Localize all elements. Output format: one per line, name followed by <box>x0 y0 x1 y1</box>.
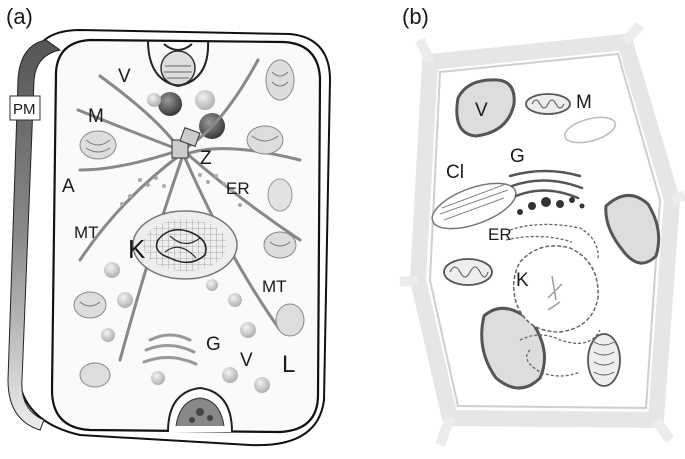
label-golgi: G <box>510 146 525 167</box>
vesicle-light <box>195 90 215 110</box>
label-actin: A <box>62 176 75 197</box>
mitochondrion <box>80 131 116 159</box>
label-nucleus: K <box>516 270 529 291</box>
mitochondrion <box>266 60 294 100</box>
label-vacuole: V <box>475 100 488 121</box>
pm-label: PM <box>13 101 36 118</box>
panel-a: (a) PM <box>6 4 330 445</box>
label-mitochondrion: M <box>576 92 592 113</box>
label-microtubule-left: MT <box>74 223 99 242</box>
label-golgi: G <box>206 334 221 355</box>
panel-b-label: (b) <box>402 4 429 29</box>
panel-b: (b) <box>400 4 685 445</box>
label-er: ER <box>488 225 512 244</box>
label-vacuole-top: V <box>118 66 131 87</box>
mitochondrion <box>276 304 304 336</box>
mitochondrion <box>264 232 296 258</box>
mitochondrion <box>444 259 492 285</box>
mitochondrion <box>247 126 283 154</box>
nucleus <box>133 211 237 279</box>
label-mitochondrion: M <box>88 106 104 127</box>
mitochondrion <box>74 292 106 318</box>
mitochondrion <box>268 179 292 211</box>
mitochondrion <box>526 94 570 114</box>
label-vacuole-bottom: V <box>240 350 253 371</box>
label-centriole: Z <box>200 148 212 169</box>
mitochondrion <box>588 334 620 386</box>
panel-a-label: (a) <box>6 4 33 29</box>
vesicle-light <box>147 93 161 107</box>
vesicle-dark <box>158 92 182 116</box>
label-lysosome: L <box>282 351 295 378</box>
label-microtubule-right: MT <box>262 277 287 296</box>
label-er: ER <box>226 179 250 198</box>
mitochondrion <box>80 363 110 387</box>
label-chloroplast: Cl <box>446 162 464 183</box>
label-nucleus: K <box>128 234 146 264</box>
